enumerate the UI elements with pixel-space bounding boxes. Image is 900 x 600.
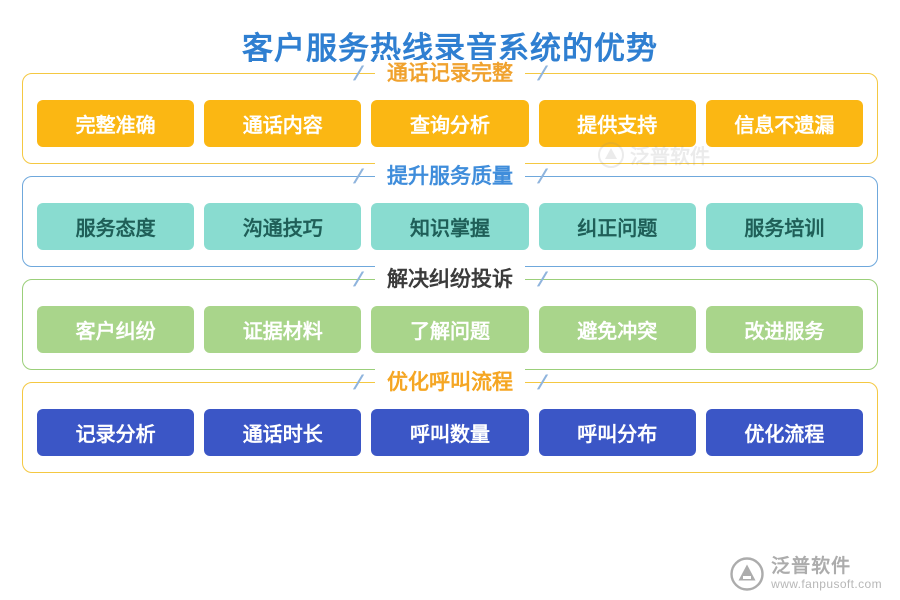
chip-item[interactable]: 记录分析: [37, 409, 195, 457]
section-4-chips: 记录分析 通话时长 呼叫数量 呼叫分布 优化流程: [23, 383, 877, 472]
chip-item[interactable]: 信息不遗漏: [705, 100, 864, 148]
brand-badge-icon: [730, 557, 764, 591]
chip-item[interactable]: 通话内容: [204, 100, 362, 148]
chip-item[interactable]: 提供支持: [538, 100, 696, 148]
chip-item[interactable]: 完整准确: [37, 100, 195, 148]
chip-item[interactable]: 改进服务: [705, 306, 864, 354]
brand-name: 泛普软件: [771, 556, 852, 578]
chip-item[interactable]: 呼叫数量: [371, 409, 529, 457]
section-1-chips: 完整准确 通话内容 查询分析 提供支持 信息不遗漏: [23, 74, 877, 163]
brand-text-block: 泛普软件 www.fanpusoft.com: [771, 556, 882, 592]
chip-item[interactable]: 证据材料: [204, 306, 362, 354]
chip-item[interactable]: 服务培训: [705, 203, 864, 251]
chip-item[interactable]: 了解问题: [371, 306, 529, 354]
section-2-chips: 服务态度 沟通技巧 知识掌握 纠正问题 服务培训: [23, 177, 877, 266]
chip-item[interactable]: 纠正问题: [538, 203, 696, 251]
section-service-quality: / 提升服务质量 / 服务态度 沟通技巧 知识掌握 纠正问题 服务培训: [22, 163, 878, 268]
chip-item[interactable]: 客户纠纷: [37, 306, 195, 354]
section-call-records: / 通话记录完整 / 完整准确 通话内容 查询分析 提供支持 信息不遗漏: [22, 60, 878, 165]
chip-item[interactable]: 避免冲突: [538, 306, 696, 354]
chip-item[interactable]: 优化流程: [705, 409, 864, 457]
page-title: 客户服务热线录音系统的优势: [242, 31, 658, 66]
section-3-chips: 客户纠纷 证据材料 了解问题 避免冲突 改进服务: [23, 280, 877, 369]
section-call-flow-optimization: / 优化呼叫流程 / 记录分析 通话时长 呼叫数量 呼叫分布 优化流程: [22, 369, 878, 474]
chip-item[interactable]: 知识掌握: [371, 203, 529, 251]
chip-item[interactable]: 查询分析: [371, 100, 529, 148]
brand-url: www.fanpusoft.com: [771, 577, 882, 592]
chip-item[interactable]: 呼叫分布: [538, 409, 696, 457]
chip-item[interactable]: 通话时长: [204, 409, 362, 457]
watermark-bottom-right: 泛普软件 www.fanpusoft.com: [730, 556, 882, 592]
chip-item[interactable]: 服务态度: [37, 203, 195, 251]
chip-item[interactable]: 沟通技巧: [204, 203, 362, 251]
section-dispute-resolution: / 解决纠纷投诉 / 客户纠纷 证据材料 了解问题 避免冲突 改进服务: [22, 266, 878, 371]
